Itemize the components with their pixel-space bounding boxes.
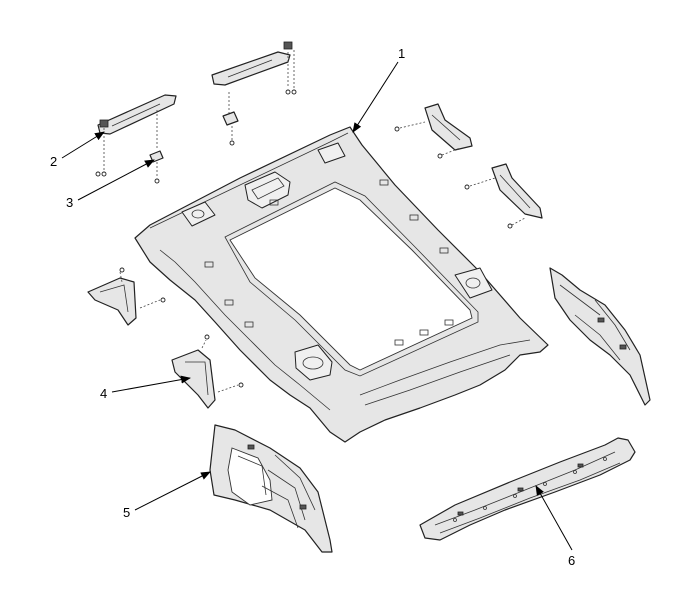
sunroof-opening: [229, 187, 473, 371]
callout-3-label: 3: [66, 195, 73, 210]
visor-retainer-clip-right: [222, 92, 239, 146]
callout-1: 1: [352, 46, 405, 133]
assist-bracket-rear-left: [171, 334, 244, 409]
sun-visor-right: [211, 41, 297, 95]
callout-5-label: 5: [123, 505, 130, 520]
c-pillar-trim: [209, 424, 333, 553]
sun-visor-left: [95, 94, 177, 177]
headliner-panel: [134, 126, 549, 443]
callout-2-label: 2: [50, 154, 57, 169]
assist-bracket-rear-right: [464, 163, 543, 229]
callout-6-label: 6: [568, 553, 575, 568]
callout-6: 6: [535, 485, 575, 568]
callout-4: 4: [100, 375, 191, 401]
callout-2: 2: [50, 131, 105, 169]
b-pillar-trim: [549, 267, 651, 406]
visor-retainer-clip-left: [149, 150, 164, 184]
callout-5: 5: [123, 471, 211, 520]
assist-bracket-front-right: [394, 103, 473, 159]
rear-lamp: [294, 344, 333, 381]
rear-package-trim: [419, 437, 636, 541]
callout-1-label: 1: [398, 46, 405, 61]
overhead-console: [244, 171, 291, 209]
assist-bracket-front-left: [87, 267, 166, 326]
callout-4-label: 4: [100, 386, 107, 401]
callout-3: 3: [66, 159, 155, 210]
